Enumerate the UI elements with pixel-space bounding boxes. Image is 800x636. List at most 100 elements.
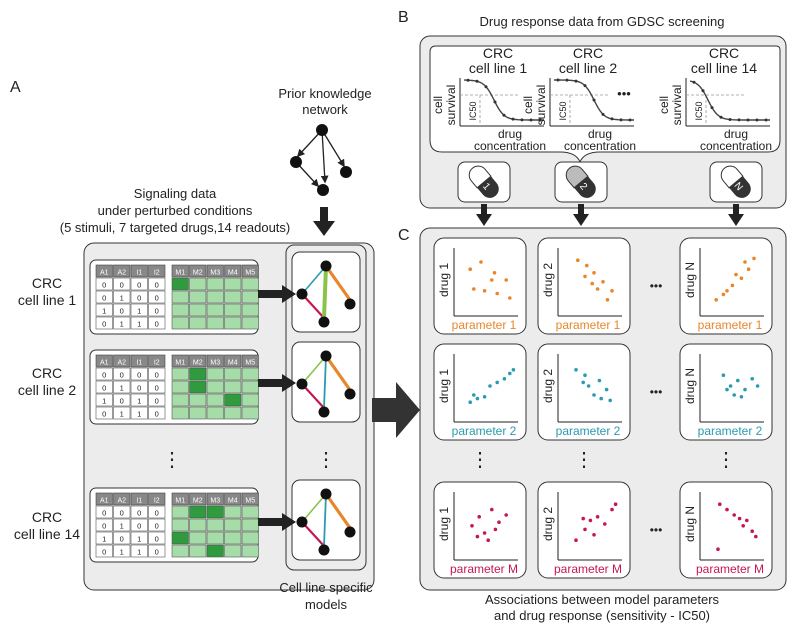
header-label: M1 xyxy=(175,498,185,505)
binary-value: 1 xyxy=(102,397,106,406)
model-box xyxy=(291,251,361,333)
curve-point xyxy=(601,112,605,116)
binary-cell xyxy=(113,406,131,420)
curve-point xyxy=(719,115,723,119)
scatter-point xyxy=(592,271,596,275)
curve-point xyxy=(565,78,569,82)
curve-point xyxy=(701,89,705,93)
binary-cell xyxy=(130,531,148,545)
scatter-point xyxy=(597,378,602,383)
panel-letter-c: C xyxy=(398,227,410,244)
scatter-point xyxy=(508,371,512,376)
scatter-frame xyxy=(679,481,773,579)
ic50-label: IC50 xyxy=(468,101,478,120)
header-cell xyxy=(189,354,207,368)
scatter-point xyxy=(605,298,610,302)
header-cell xyxy=(148,492,166,506)
binary-value: 0 xyxy=(155,509,159,518)
readout-cell xyxy=(241,505,259,519)
binary-value: 0 xyxy=(137,281,141,290)
binary-value: 0 xyxy=(155,371,159,380)
binary-value: 0 xyxy=(155,294,159,303)
curve-point xyxy=(755,118,759,122)
model-node xyxy=(296,378,308,390)
binary-value: 1 xyxy=(137,320,141,329)
model-box xyxy=(291,479,361,561)
readout-cell xyxy=(189,380,207,394)
binary-value: 0 xyxy=(120,509,124,518)
binary-cell xyxy=(95,367,113,381)
header-cell xyxy=(130,492,148,506)
pill-icon: 1 xyxy=(457,161,511,226)
curve-point xyxy=(520,118,524,122)
header-label: M5 xyxy=(245,360,255,367)
readout-cell xyxy=(171,367,189,381)
header-label: M1 xyxy=(175,270,185,277)
curve-title-line-1: CRC xyxy=(483,45,513,61)
scatter-point xyxy=(610,507,614,512)
readout-cell xyxy=(171,531,189,545)
scatter-point xyxy=(750,529,754,533)
curve-xlabel-1: drug xyxy=(724,127,748,141)
scatter-point xyxy=(755,384,760,388)
prior-network-graph xyxy=(290,124,352,196)
capsule-top xyxy=(468,165,492,189)
binary-cell xyxy=(148,518,166,532)
header-label: M5 xyxy=(245,270,255,277)
readout-cell xyxy=(206,367,224,381)
pill-arrow-shaft xyxy=(733,204,739,216)
scatter-xlabel: parameter M xyxy=(450,562,518,576)
curve-point xyxy=(493,100,497,104)
scatter-ylabel: drug N xyxy=(683,262,697,298)
binary-cell xyxy=(148,277,166,291)
binary-cell xyxy=(95,544,113,558)
scatter-point xyxy=(504,278,509,282)
scatter-frame xyxy=(433,237,527,335)
header-cell xyxy=(241,264,259,278)
scatter-point xyxy=(576,258,580,263)
header-cell xyxy=(95,492,113,506)
model-edge xyxy=(324,355,352,391)
binary-value: 0 xyxy=(102,371,106,380)
binary-value: 0 xyxy=(155,410,159,419)
binary-value: 0 xyxy=(155,397,159,406)
scatter-frame xyxy=(433,343,527,441)
header-cell xyxy=(171,264,189,278)
header-label: M4 xyxy=(228,498,238,505)
readout-cell xyxy=(171,518,189,532)
header-label: A1 xyxy=(100,360,109,367)
readout-cell xyxy=(241,367,259,381)
readout-cell xyxy=(224,367,242,381)
binary-cell xyxy=(113,531,131,545)
down-arrow-icon xyxy=(313,207,335,236)
signaling-title-2: under perturbed conditions xyxy=(98,203,253,218)
scatter-point xyxy=(482,289,487,293)
scatter-ylabel: drug 1 xyxy=(437,369,451,403)
binary-cell xyxy=(130,380,148,394)
scatter-point xyxy=(588,518,593,523)
curve-xlabel-1: drug xyxy=(588,127,612,141)
signaling-title-3: (5 stimuli, 7 targeted drugs,14 readouts… xyxy=(60,220,291,235)
binary-value: 0 xyxy=(102,384,106,393)
header-cell xyxy=(224,492,242,506)
curves-ellipsis: ••• xyxy=(617,86,631,101)
readout-cell xyxy=(241,290,259,304)
binary-value: 0 xyxy=(155,522,159,531)
vertical-ellipsis: ⋮ xyxy=(574,449,594,471)
binary-cell xyxy=(113,544,131,558)
capsule: 1 xyxy=(468,165,499,198)
curve-point xyxy=(574,79,578,83)
model-node xyxy=(344,388,356,400)
binary-value: 0 xyxy=(137,509,141,518)
binary-value: 1 xyxy=(120,294,124,303)
vertical-ellipsis-a: ⋮ xyxy=(162,449,182,471)
binary-value: 0 xyxy=(155,535,159,544)
model-edge xyxy=(301,355,327,385)
curve-title-line-2: cell line 2 xyxy=(559,60,618,76)
